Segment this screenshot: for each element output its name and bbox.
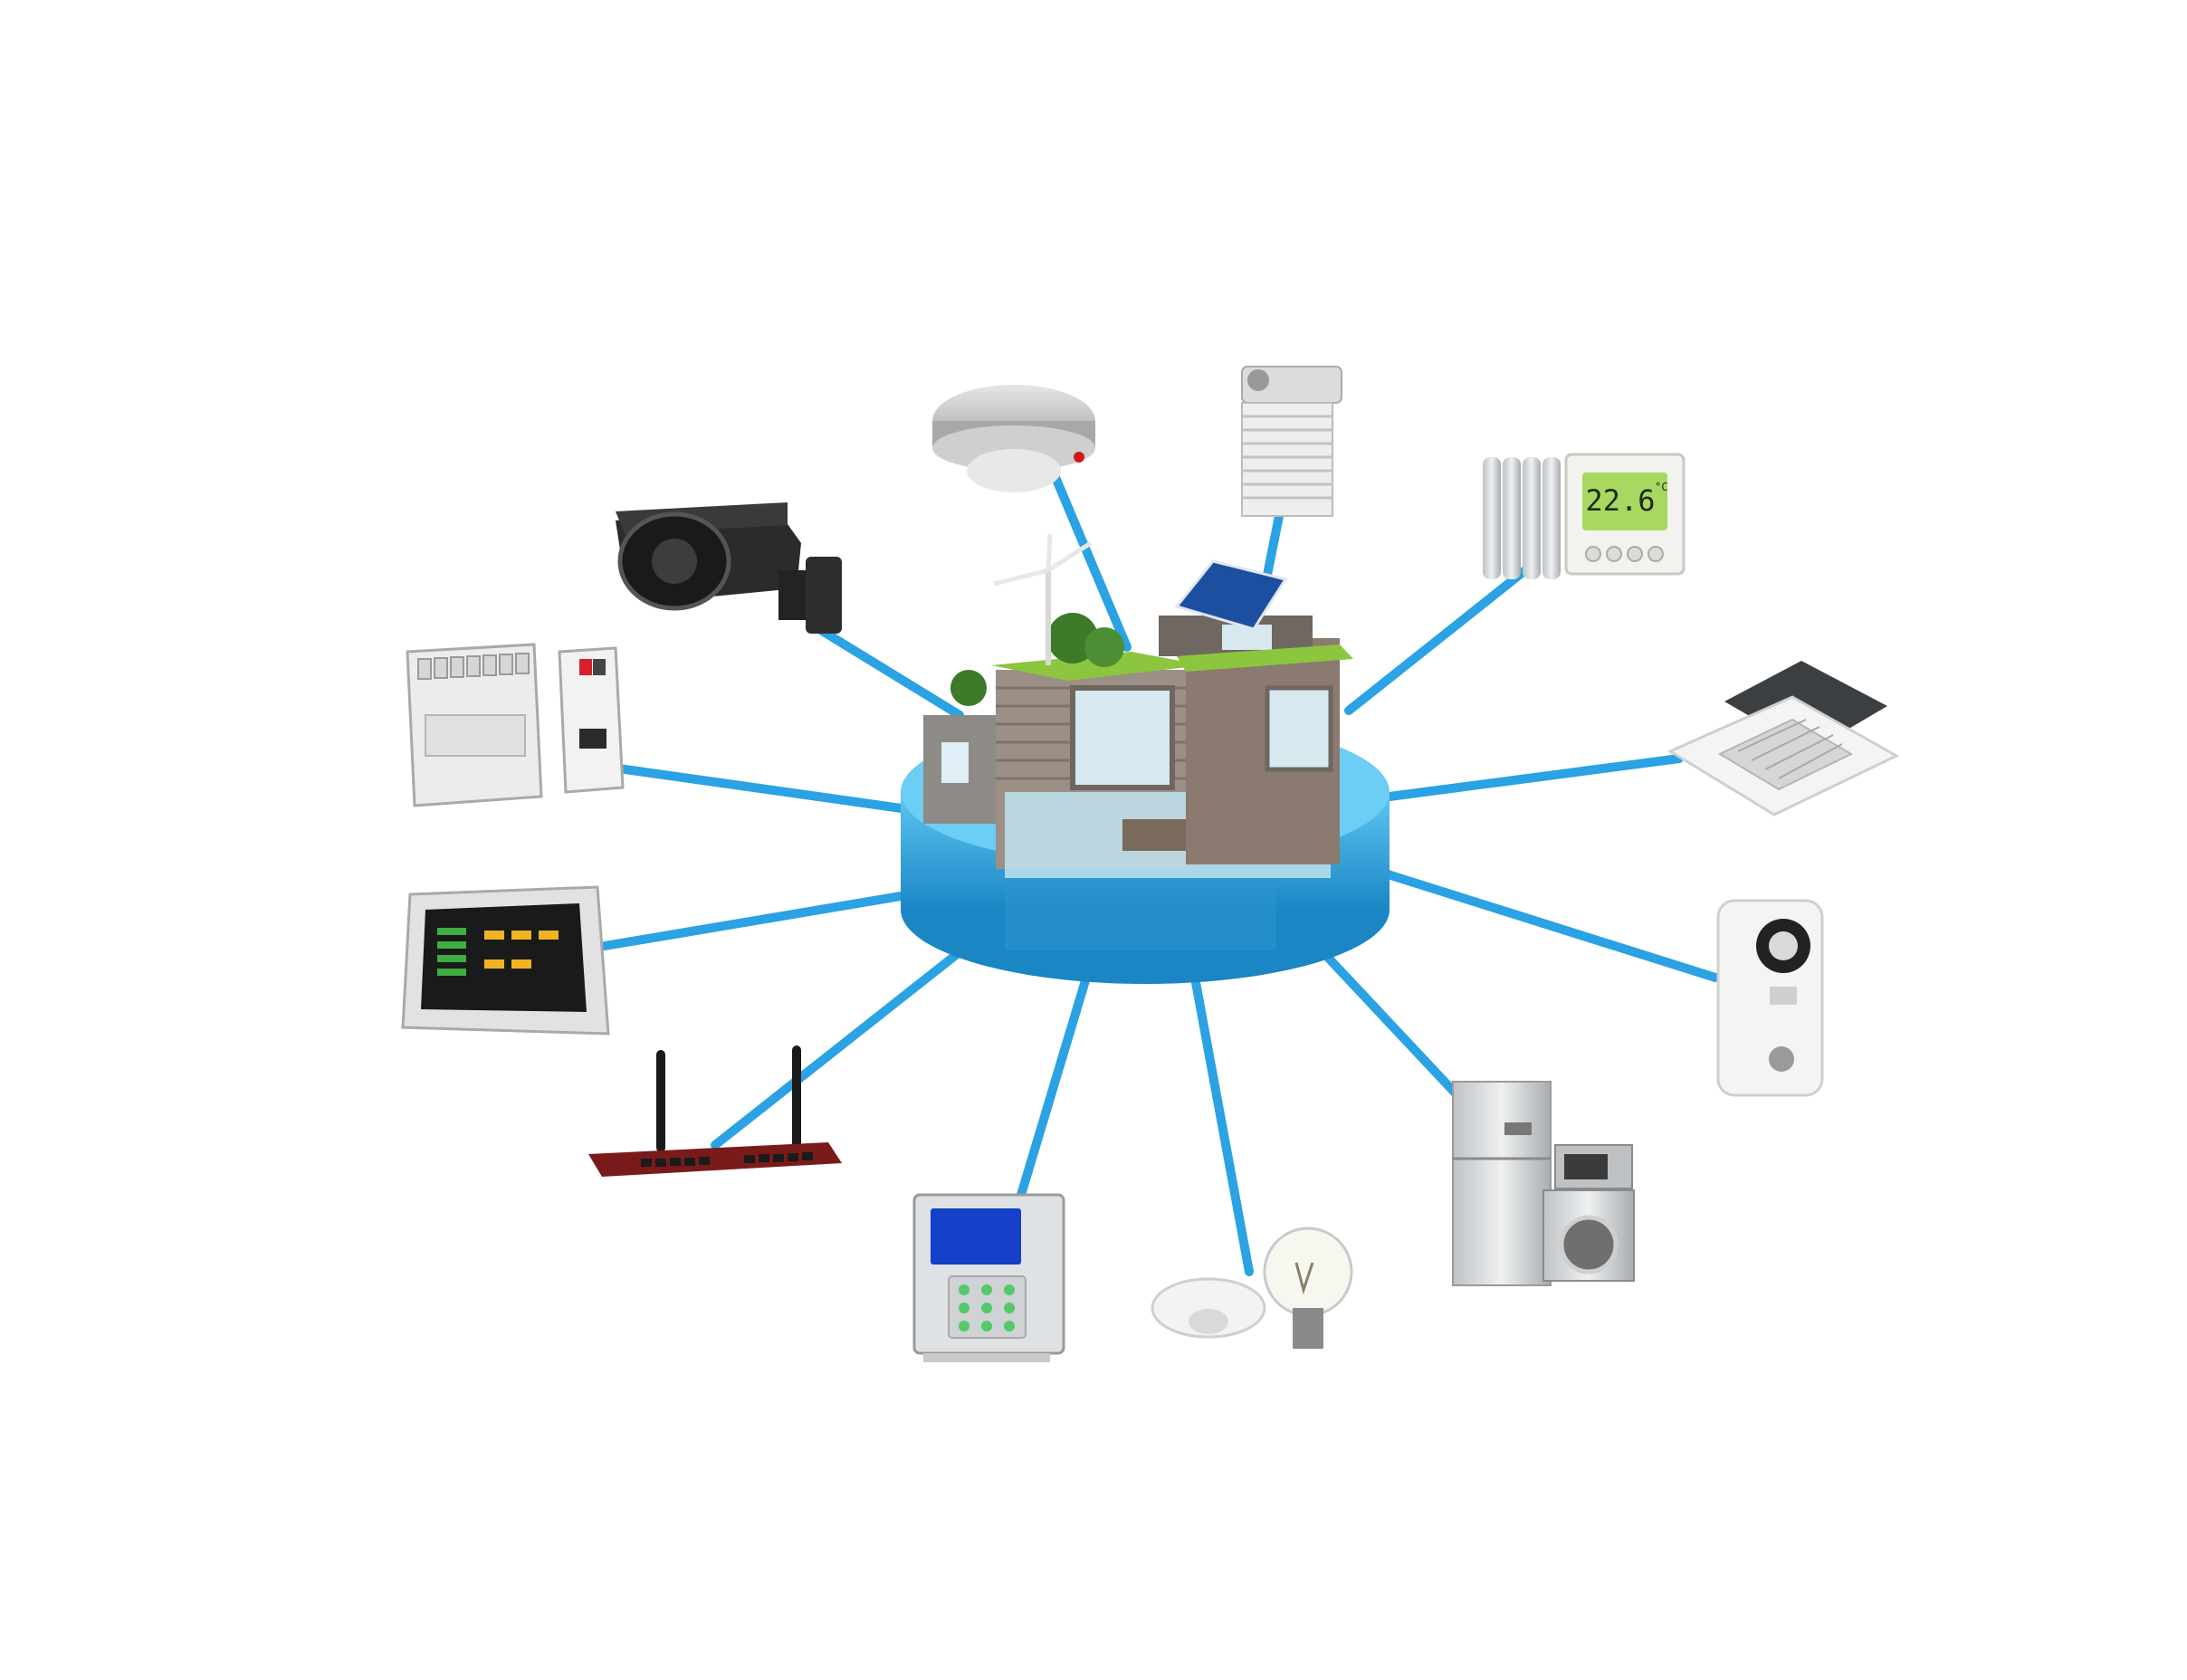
green-roof (991, 652, 1204, 681)
dining-table (1122, 819, 1186, 851)
detector-led (1074, 452, 1084, 463)
building-window (941, 742, 969, 783)
alarm-stand (923, 1353, 1050, 1362)
router-body (588, 1142, 842, 1177)
ac-grille (1717, 718, 1854, 791)
thermostat-buttons (1585, 546, 1664, 562)
thermostat-temperature: 22.6 (1585, 483, 1655, 518)
thermostat-unit: °C (1655, 481, 1667, 493)
bulb-glass (1263, 1227, 1353, 1317)
router-ports (641, 1152, 813, 1167)
fridge-icon (1452, 1081, 1552, 1286)
turbine-blades (993, 533, 1093, 587)
connector-alarm (1017, 973, 1091, 1199)
tree (950, 670, 987, 706)
bulb-filament (1294, 1262, 1314, 1295)
washer-drum (1559, 1215, 1619, 1274)
knx-terminal-black (593, 659, 606, 675)
knx-interface-icon (558, 646, 625, 794)
connector-cctv (815, 625, 964, 720)
connector-ac (1385, 754, 1684, 801)
radiator-icon (1483, 457, 1561, 579)
tree (1084, 627, 1124, 667)
roller-shutter-icon (1241, 366, 1342, 517)
home-appliances-icon (1452, 1081, 1635, 1286)
panel-menu-items (437, 928, 466, 976)
actuator-label-area (425, 714, 526, 757)
connector-lighting (1190, 973, 1254, 1276)
touch-panel-icon (401, 885, 610, 1036)
connector-intercom (1380, 869, 1720, 982)
camera-lens (652, 539, 697, 584)
ac-grille-lines (1737, 719, 1843, 779)
ceiling-ac-cassette-icon (1667, 661, 1900, 816)
camera-bracket (806, 557, 842, 634)
alarm-keypad-icon (912, 1193, 1065, 1362)
top-window (1222, 625, 1272, 650)
thermostat-screen (1582, 472, 1667, 530)
radiator-thermostat-icon: 22.6 °C (1483, 453, 1686, 579)
video-doorbell-icon (1716, 899, 1824, 1097)
connector-heating (1344, 566, 1530, 715)
cctv-camera-icon (616, 502, 842, 634)
knx-ethernet-port (579, 729, 606, 749)
doorbell-speaker (1770, 987, 1797, 1005)
din-rail-actuator-icon (406, 643, 625, 807)
panel-widgets (484, 931, 559, 969)
wifi-router-icon (588, 1045, 842, 1177)
light-bulb-sensor-icon (1151, 1227, 1353, 1349)
alarm-keys (959, 1284, 1015, 1332)
green-roof-right (1177, 644, 1353, 672)
sensor-lens (1189, 1309, 1228, 1334)
building-window-upper (1070, 685, 1175, 790)
detector-sensor (967, 449, 1061, 492)
slat-lines (1242, 415, 1332, 500)
building-window-right (1265, 685, 1333, 772)
bulb-base (1293, 1308, 1323, 1349)
actuator-terminals (417, 653, 530, 680)
doorbell-button (1769, 1046, 1794, 1072)
smart-home-building-icon (901, 533, 1390, 984)
motion-sensor-icon (1151, 1277, 1266, 1339)
fridge-display (1504, 1122, 1532, 1135)
solar-panel-icon (1174, 559, 1288, 631)
smoke-detector-icon (932, 385, 1095, 492)
connector-appliances (1313, 941, 1460, 1098)
detector-base (932, 425, 1095, 471)
shutter-motor (1247, 369, 1269, 391)
alarm-screen (931, 1208, 1021, 1265)
connector-router (711, 937, 978, 1150)
connector-panel (600, 887, 932, 950)
connector-smoke (1050, 471, 1132, 652)
connector-lines (588, 471, 1720, 1276)
connector-knx (588, 760, 919, 815)
camera-mount (778, 570, 810, 620)
knx-terminal-red (579, 659, 592, 675)
hub-reflection (1005, 869, 1276, 950)
microwave-window (1564, 1154, 1608, 1179)
doorbell-lens (1769, 931, 1798, 960)
